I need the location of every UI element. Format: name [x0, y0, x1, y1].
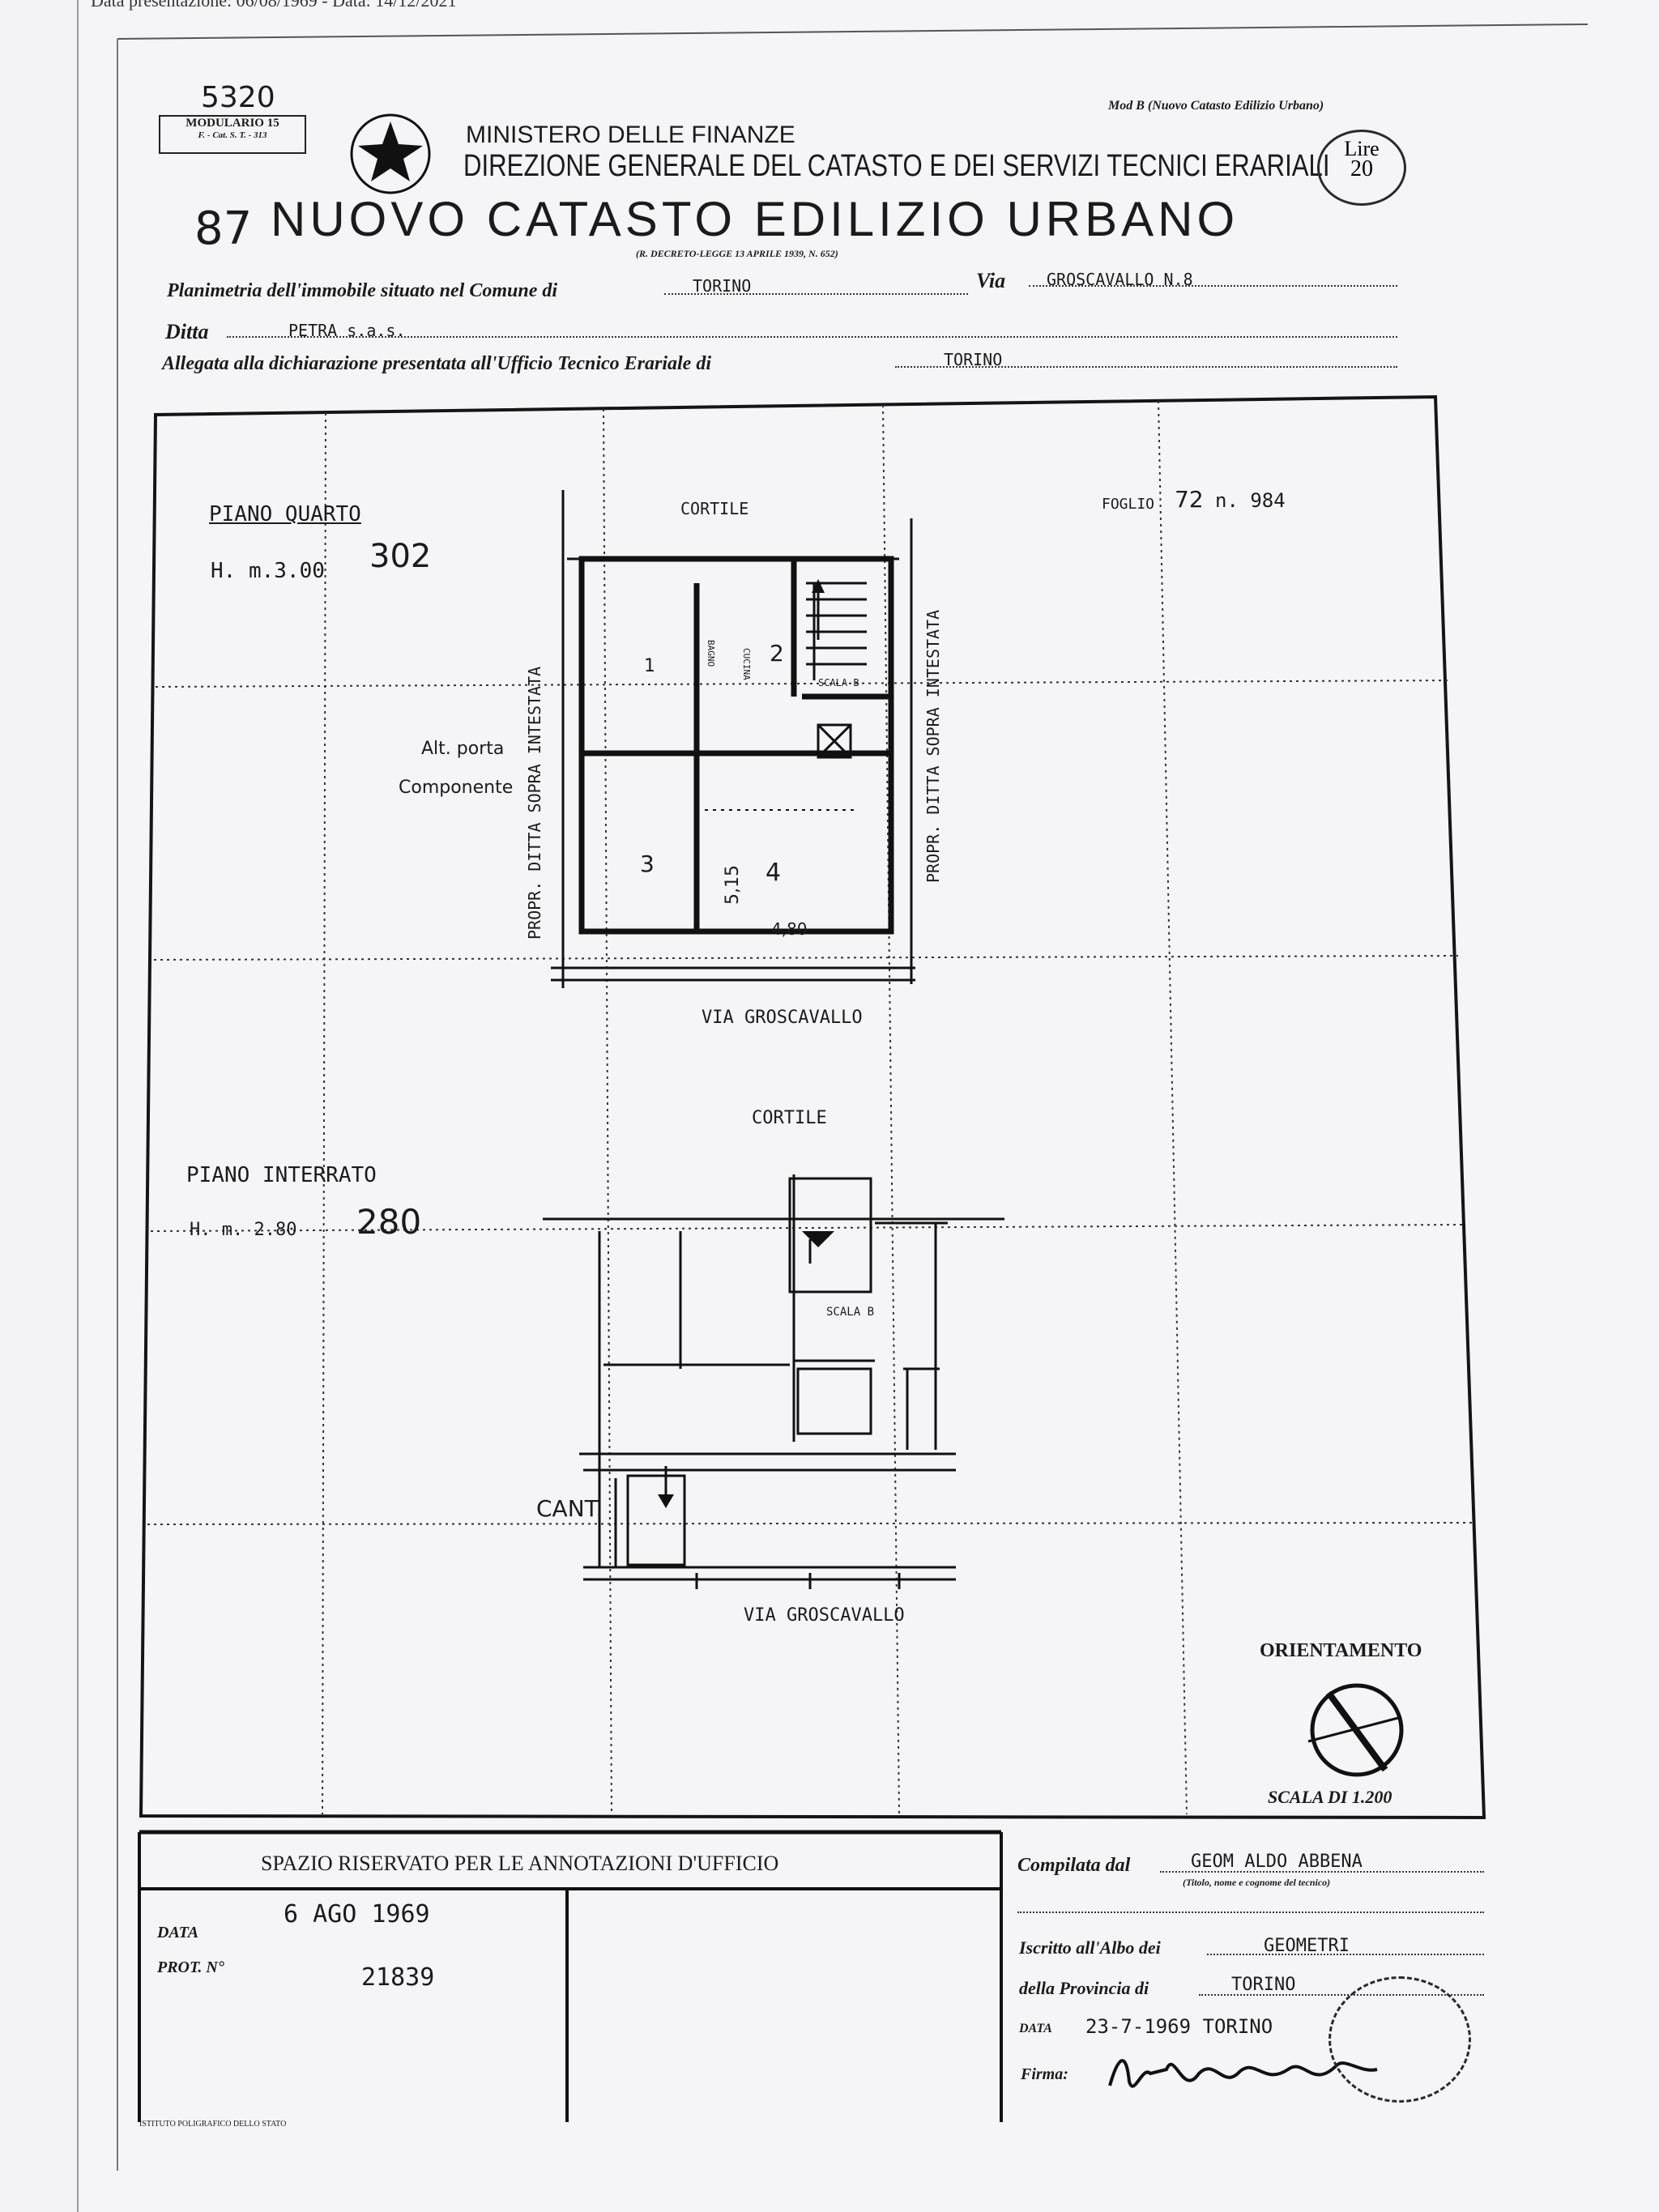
- printer-credit: ISTITUTO POLIGRAFICO DELLO STATO: [139, 2120, 287, 2129]
- presentation-date-strip: Data presentazione: 06/08/1969 - Data: 1…: [91, 0, 457, 11]
- protocol-label: PROT. N°: [157, 1958, 224, 1976]
- ditta-value: PETRA s.a.s.: [288, 321, 406, 340]
- bagno-label: BAGNO: [706, 640, 716, 667]
- handwritten-code: 87: [194, 202, 253, 255]
- direction-title: DIREZIONE GENERALE DEL CATASTO E DEI SER…: [463, 149, 1330, 183]
- lire-stamp: Lire 20: [1317, 130, 1406, 206]
- cucina-label: CUCINA: [741, 648, 752, 680]
- planimetria-label: Planimetria dell'immobile situato nel Co…: [167, 280, 558, 301]
- data2-value: 23-7-1969 TORINO: [1085, 2015, 1273, 2038]
- scale-label: SCALA DI 1.200: [1268, 1787, 1392, 1807]
- cortile-top: CORTILE: [680, 499, 749, 518]
- modulario-label: MODULARIO 15: [186, 117, 279, 130]
- orientamento-label: ORIENTAMENTO: [1260, 1640, 1422, 1661]
- hand-note-2: Componente: [399, 778, 514, 798]
- office-date-stamp: 6 AGO 1969: [284, 1900, 430, 1929]
- geometri-seal: [1328, 1976, 1471, 2103]
- room-4-number: 4: [766, 859, 782, 887]
- lire-value: 20: [1350, 156, 1373, 181]
- height-quarto: H. m.3.00: [211, 559, 325, 583]
- office-annotations-title: SPAZIO RISERVATO PER LE ANNOTAZIONI D'UF…: [261, 1852, 779, 1875]
- comune-value: TORINO: [693, 276, 752, 296]
- firma-label: Firma:: [1021, 2065, 1068, 2083]
- via-groscavallo-top: VIA GROSCAVALLO: [702, 1008, 863, 1028]
- room-1-number: 1: [644, 656, 655, 676]
- compilata-value: GEOM ALDO ABBENA: [1191, 1852, 1363, 1872]
- foglio-label: FOGLIO: [1102, 496, 1155, 513]
- piano-quarto-label: PIANO QUARTO: [209, 502, 361, 526]
- provincia-label: della Provincia di: [1019, 1978, 1149, 1998]
- scala-b-label: SCALA B: [818, 677, 859, 688]
- allegata-label: Allegata alla dichiarazione presentata a…: [162, 353, 711, 374]
- data2-label: DATA: [1019, 2022, 1052, 2035]
- via-groscavallo-bottom: VIA GROSCAVALLO: [744, 1605, 905, 1626]
- foglio-number: n. 984: [1215, 489, 1286, 512]
- height-quarto-hand: 302: [369, 538, 432, 575]
- office-date-label: DATA: [157, 1924, 199, 1941]
- document-sheet: [77, 0, 1659, 2212]
- height-interrato: H. m. 2.80: [190, 1220, 297, 1240]
- lire-label: Lire: [1344, 137, 1380, 160]
- piano-interrato-label: PIANO INTERRATO: [186, 1163, 377, 1187]
- compilata-subtitle: (Titolo, nome e cognome del tecnico): [1183, 1877, 1331, 1888]
- cortile-middle: CORTILE: [752, 1108, 827, 1128]
- room-2-number: 2: [770, 640, 784, 667]
- dimension-1: 5,15: [722, 865, 743, 905]
- height-interrato-hand: 280: [356, 1202, 422, 1242]
- main-title: NUOVO CATASTO EDILIZIO URBANO: [271, 192, 1239, 246]
- room-3-number: 3: [640, 850, 655, 877]
- via-label: Via: [976, 269, 1006, 292]
- protocol-number: 21839: [361, 1963, 435, 1992]
- iscritto-value: GEOMETRI: [1264, 1936, 1350, 1956]
- signature: [1108, 2059, 1378, 2088]
- decree-line: (R. DECRETO-LEGGE 13 APRILE 1939, N. 652…: [636, 248, 838, 259]
- ministry-title: MINISTERO DELLE FINANZE: [466, 121, 795, 148]
- mod-b-label: Mod B (Nuovo Catasto Edilizio Urbano): [1108, 99, 1324, 113]
- scala-b2-label: SCALA B: [826, 1306, 875, 1319]
- left-property-note: PROPR. DITTA SOPRA INTESTATA: [525, 666, 544, 940]
- dimension-2: 4,80: [771, 919, 808, 939]
- modulario-sub: F. - Cat. S. T. - 313: [198, 130, 267, 140]
- ufficio-value: TORINO: [944, 350, 1003, 369]
- iscritto-label: Iscritto all'Albo dei: [1019, 1937, 1161, 1958]
- ditta-label: Ditta: [165, 320, 209, 343]
- handwritten-number: 5320: [201, 81, 275, 114]
- hand-note-1: Alt. porta: [421, 739, 505, 759]
- modulario-box: MODULARIO 15 F. - Cat. S. T. - 313: [159, 115, 306, 154]
- cantina-label: CANT.: [536, 1495, 603, 1522]
- foglio-hand: 72: [1175, 486, 1204, 513]
- right-property-note: PROPR. DITTA SOPRA INTESTATA: [923, 609, 943, 883]
- compilata-label: Compilata dal: [1017, 1855, 1131, 1876]
- via-value: GROSCAVALLO N.8: [1047, 270, 1193, 289]
- provincia-value: TORINO: [1231, 1975, 1296, 1995]
